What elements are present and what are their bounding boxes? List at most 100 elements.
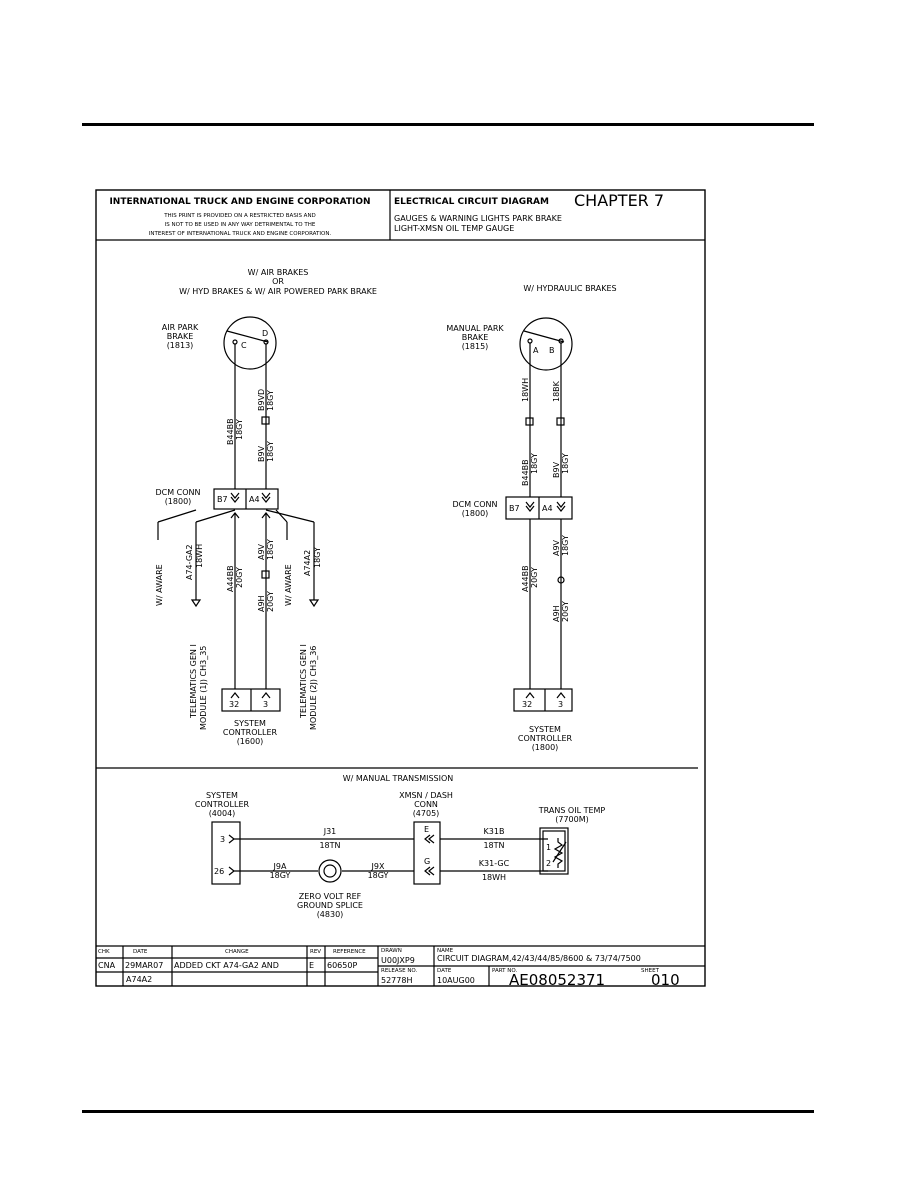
left-heading-1: W/ AIR BRAKES [248, 268, 309, 277]
svg-text:18GY: 18GY [561, 453, 570, 474]
drawn-by: U00JXP9 [381, 956, 415, 965]
wire-a9h: A9H [257, 595, 266, 612]
dcm-conn-label-2: (1800) [165, 497, 192, 506]
sheet-number: 010 [651, 971, 680, 989]
air-park-brake-switch [223, 316, 277, 370]
aware-label-2: W/ AWARE [284, 564, 293, 606]
splice-label-1: ZERO VOLT REF [299, 892, 362, 901]
chapter-label: CHAPTER 7 [574, 191, 664, 210]
svg-text:32: 32 [229, 700, 239, 709]
subtitle-line-2: LIGHT-XMSN OIL TEMP GAUGE [394, 224, 514, 233]
svg-text:B7: B7 [509, 504, 520, 513]
trans-oil-temp-label-1: TRANS OIL TEMP [538, 806, 606, 815]
system-controller-label-1: SYSTEM [234, 719, 266, 728]
xmsn-label-3: (4705) [413, 809, 440, 818]
drawing-name: CIRCUIT DIAGRAM,42/43/44/85/8600 & 73/74… [437, 954, 641, 963]
manual-park-brake-label-2: BRAKE [462, 333, 489, 342]
notice-line-1: THIS PRINT IS PROVIDED ON A RESTRICTED B… [163, 213, 316, 219]
wire-b9v-r: B9V [552, 461, 561, 478]
wire-a9v-r: A9V [552, 539, 561, 556]
svg-text:18GY: 18GY [266, 441, 275, 462]
svg-text:18TN: 18TN [319, 841, 340, 850]
svg-text:3: 3 [220, 835, 225, 844]
dcm-conn-label-1: DCM CONN [155, 488, 200, 497]
svg-text:DATE: DATE [133, 949, 148, 955]
right-circuit: W/ HYDRAULIC BRAKES MANUAL PARK BRAKE (1… [446, 284, 616, 752]
svg-text:18GY: 18GY [270, 871, 291, 880]
svg-text:18GY: 18GY [313, 547, 322, 568]
svg-text:3: 3 [558, 700, 563, 709]
svg-text:18GY: 18GY [561, 535, 570, 556]
telematics-2-line-2: MODULE (2J) CH3_36 [309, 646, 318, 730]
aware-label-1: W/ AWARE [155, 564, 164, 606]
svg-text:3: 3 [263, 700, 268, 709]
wire-a9v: A9V [257, 543, 266, 560]
rev-letter: E [309, 961, 314, 970]
notice-line-2: IS NOT TO BE USED IN ANY WAY DETRIMENTAL… [165, 222, 316, 228]
svg-text:20GY: 20GY [530, 567, 539, 588]
controller-4004-label-1: SYSTEM [206, 791, 238, 800]
left-heading-3: W/ HYD BRAKES & W/ AIR POWERED PARK BRAK… [179, 287, 377, 296]
telematics-1-line-1: TELEMATICS GEN I [189, 644, 198, 719]
splice-label-3: (4830) [317, 910, 344, 919]
bottom-heading: W/ MANUAL TRANSMISSION [343, 774, 454, 783]
svg-text:20GY: 20GY [235, 567, 244, 588]
wire-18wh: 18WH [521, 378, 530, 402]
xmsn-dash-connector [413, 821, 441, 885]
bottom-rule [82, 1110, 814, 1113]
subtitle-line-1: GAUGES & WARNING LIGHTS PARK BRAKE [394, 214, 562, 223]
wire-a74a2: A74A2 [303, 550, 312, 576]
rev-reference: 60650P [327, 961, 357, 970]
svg-text:RELEASE NO.: RELEASE NO. [381, 968, 418, 974]
svg-text:18GY: 18GY [368, 871, 389, 880]
wire-a9h-r: A9H [552, 605, 561, 622]
svg-text:REV: REV [310, 949, 321, 955]
right-heading: W/ HYDRAULIC BRAKES [523, 284, 616, 293]
svg-text:B: B [549, 346, 555, 355]
ground-splice [318, 859, 342, 883]
svg-text:1: 1 [546, 843, 551, 852]
wire-b44bb: B44BB [226, 418, 235, 445]
wire-j9a: J9A [273, 862, 287, 871]
system-controller-label-3: (1600) [237, 737, 264, 746]
wire-b9v: B9V [257, 445, 266, 462]
svg-text:DATE: DATE [437, 968, 452, 974]
svg-text:NAME: NAME [437, 948, 454, 954]
svg-text:G: G [424, 857, 430, 866]
svg-text:32: 32 [522, 700, 532, 709]
revision-block: CHK DATE CHANGE REV REFERENCE CNA 29MAR0… [96, 945, 705, 989]
rev-date: 29MAR07 [125, 961, 163, 970]
telematics-1-line-2: MODULE (1J) CH3_35 [199, 646, 208, 730]
svg-text:SHEET: SHEET [641, 968, 660, 974]
trans-oil-temp-label-2: (7700M) [555, 815, 589, 824]
wire-k31b: K31B [484, 827, 505, 836]
manual-park-brake-label-3: (1815) [462, 342, 489, 351]
controller-4004-label-3: (4004) [209, 809, 236, 818]
system-controller-r-connector [513, 688, 573, 712]
svg-text:E: E [424, 825, 429, 834]
release-no: 52778H [381, 976, 412, 985]
svg-text:18TN: 18TN [483, 841, 504, 850]
svg-text:DRAWN: DRAWN [381, 948, 402, 954]
svg-text:D: D [262, 329, 268, 338]
air-park-brake-label-3: (1813) [167, 341, 194, 350]
system-controller-r-label-2: CONTROLLER [518, 734, 573, 743]
left-circuit: W/ AIR BRAKES OR W/ HYD BRAKES & W/ AIR … [155, 268, 377, 746]
svg-text:20GY: 20GY [561, 601, 570, 622]
system-controller-r-label-3: (1800) [532, 743, 559, 752]
rev-chk: CNA [98, 961, 116, 970]
wire-b44bb-r: B44BB [521, 459, 530, 486]
svg-text:26: 26 [214, 867, 224, 876]
svg-text:18GY: 18GY [266, 539, 275, 560]
rev-change-2: A74A2 [126, 975, 152, 984]
svg-text:20GY: 20GY [266, 591, 275, 612]
telematics-2-line-1: TELEMATICS GEN I [299, 644, 308, 719]
manual-park-brake-label-1: MANUAL PARK [446, 324, 504, 333]
svg-text:B7: B7 [217, 495, 228, 504]
svg-text:18WH: 18WH [195, 544, 204, 568]
drawing-frame [95, 189, 706, 987]
wire-j9x: J9X [371, 862, 385, 871]
svg-text:C: C [241, 341, 247, 350]
wire-a74-ga2: A74-GA2 [185, 544, 194, 580]
